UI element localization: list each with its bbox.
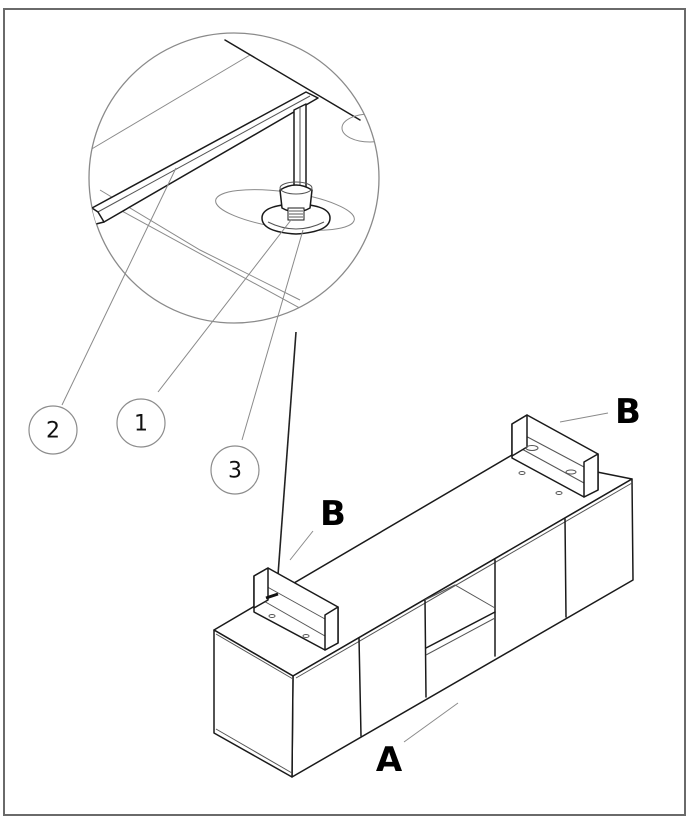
detail-top-edge [224,39,361,121]
detail-pointer-line [275,331,297,603]
callout-1: 1 [116,398,166,448]
leader-b-left [289,530,314,561]
door-divider [358,637,362,737]
detail-circle [88,32,380,324]
screw-nut-assembly [261,181,331,235]
detail-edge-line [89,54,251,151]
part-label-b-left: B [320,494,346,534]
part-label-a: A [376,740,403,780]
diagram-frame [3,8,686,816]
leader-1 [157,219,292,393]
bracket-end-cap [253,567,269,609]
bracket-end-cap [324,606,339,651]
leader-b-right [559,412,609,423]
callout-number: 1 [134,412,148,437]
callout-number: 3 [228,459,242,484]
callout-number: 2 [46,419,60,444]
bracket-end-cap [583,453,599,498]
part-label-b-right: B [615,392,641,432]
bracket-b-right [511,414,599,498]
detail-magnifier [88,32,380,324]
bracket-end-cap [511,414,528,457]
detail-base-line [99,189,301,301]
bracket-b-left [253,567,339,651]
leader-3 [241,229,304,441]
callout-3: 3 [210,445,260,495]
leader-2 [61,167,177,406]
leader-lines [61,167,609,743]
bracket-screw [265,592,279,600]
shelf-back [424,584,496,609]
door-divider [564,518,567,618]
callout-2: 2 [28,405,78,455]
leader-a [403,702,459,743]
cabinet-side [213,629,294,778]
shelf [425,611,496,649]
